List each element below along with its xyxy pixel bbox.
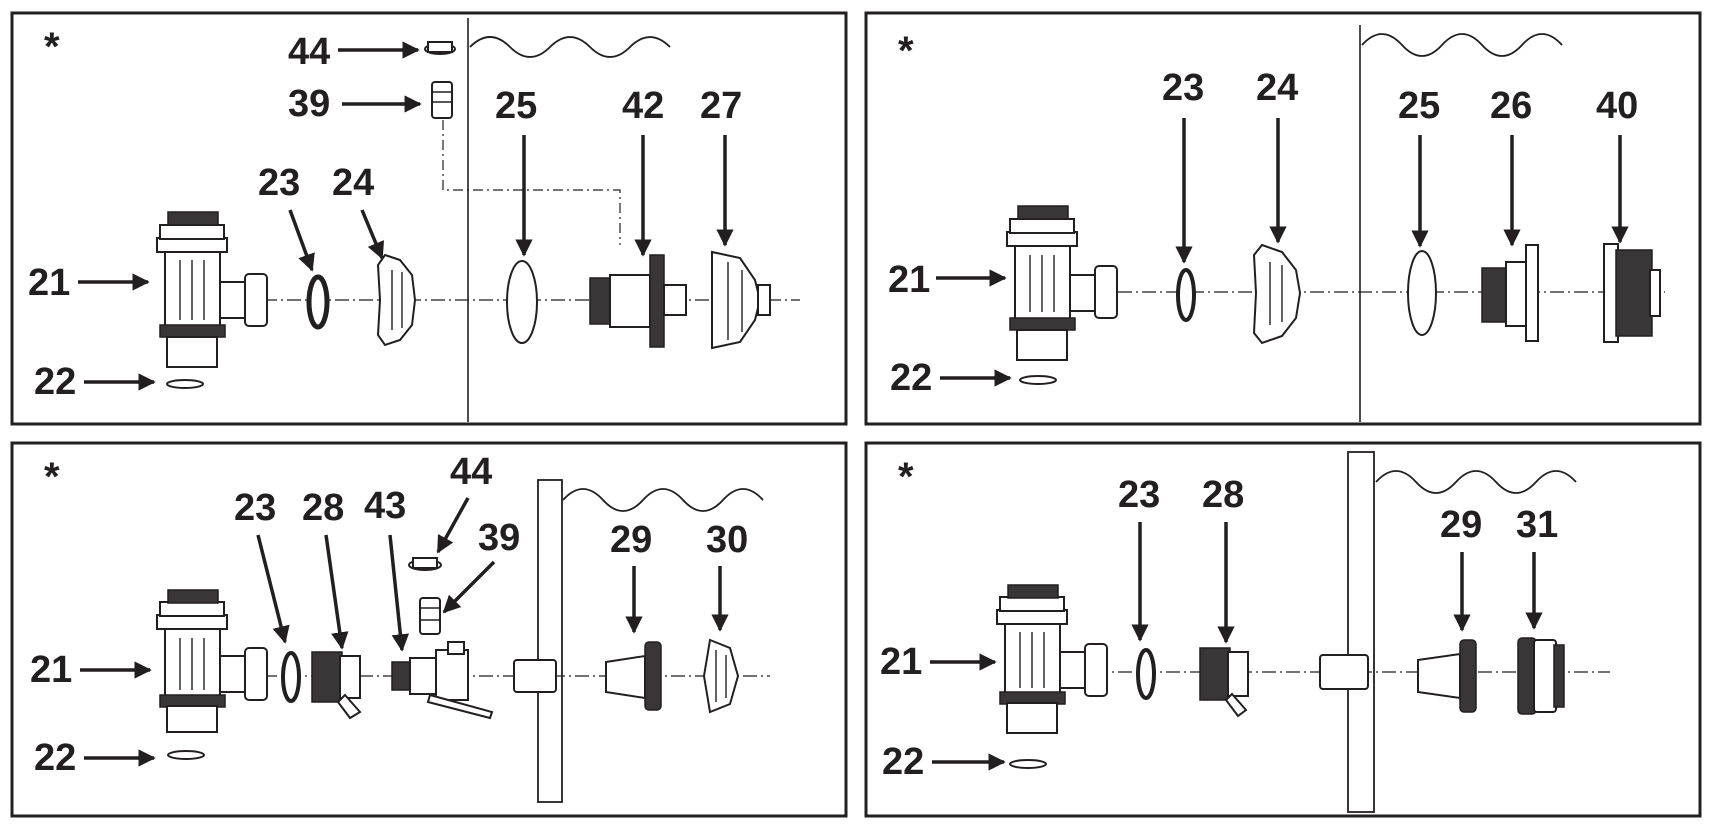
insert-39-part <box>419 597 441 635</box>
panel-top-left: * <box>10 11 848 426</box>
part-label: 24 <box>1256 67 1298 109</box>
part-label: 23 <box>258 162 300 204</box>
panel-bottom-right: * <box>864 441 1702 818</box>
nut-24-part <box>1252 243 1302 345</box>
part-label: 21 <box>888 259 930 301</box>
cap-44-part <box>424 41 456 55</box>
gasket-25-part <box>506 260 538 344</box>
pipe-sleeve-part <box>1319 654 1369 690</box>
o-ring-23-part <box>306 274 330 330</box>
o-ring-22-part <box>1019 375 1057 385</box>
part-label: 42 <box>622 85 664 127</box>
valve-body-part <box>156 589 268 733</box>
fitting-42-part <box>589 254 687 348</box>
asterisk-marker: * <box>898 29 914 73</box>
part-label: 39 <box>478 517 520 559</box>
part-label: 21 <box>30 649 72 691</box>
part-label: 22 <box>34 361 76 403</box>
o-ring-23-part <box>1176 268 1196 322</box>
part-label: 23 <box>1162 67 1204 109</box>
valve-body-part <box>1006 205 1118 361</box>
strainer-31-part <box>1517 637 1565 715</box>
o-ring-22-part <box>166 379 204 389</box>
part-label: 23 <box>234 487 276 529</box>
pipe-sleeve-part <box>513 659 557 693</box>
fitting-26-part <box>1481 244 1539 342</box>
part-label: 29 <box>1440 504 1482 546</box>
part-label: 31 <box>1516 504 1558 546</box>
part-label: 29 <box>610 519 652 561</box>
connector-29-part <box>605 641 662 711</box>
o-ring-23-part <box>281 651 301 703</box>
strainer-40-part <box>1603 243 1661 343</box>
part-label: 40 <box>1596 85 1638 127</box>
part-label: 24 <box>332 162 374 204</box>
o-ring-23-part <box>1136 648 1156 700</box>
part-label: 28 <box>1202 474 1244 516</box>
part-label: 22 <box>890 357 932 399</box>
gasket-25-part <box>1407 250 1437 336</box>
strainer-30-part <box>702 638 740 714</box>
connector-29-part <box>1417 639 1477 713</box>
valve-body-part <box>156 211 268 368</box>
part-label: 25 <box>1398 85 1440 127</box>
part-label: 28 <box>302 487 344 529</box>
o-ring-22-part <box>167 750 205 760</box>
part-label: 44 <box>450 451 492 493</box>
part-label: 27 <box>700 85 742 127</box>
panel-top-right: * <box>864 11 1702 426</box>
asterisk-marker: * <box>44 455 60 499</box>
asterisk-marker: * <box>44 25 60 69</box>
part-label: 30 <box>706 519 748 561</box>
part-label: 23 <box>1118 474 1160 516</box>
part-label: 39 <box>288 83 330 125</box>
part-label: 43 <box>364 485 406 527</box>
valve-body-part <box>996 584 1108 734</box>
strainer-27-part <box>711 250 771 350</box>
part-label: 22 <box>34 737 76 779</box>
adapter-28-part <box>1199 647 1249 718</box>
panel-bottom-left: * <box>10 441 848 818</box>
part-label: 21 <box>28 262 70 304</box>
o-ring-22-part <box>1009 759 1047 769</box>
part-label: 26 <box>1490 85 1532 127</box>
part-label: 21 <box>880 641 922 683</box>
cap-44-part <box>408 557 442 571</box>
part-label: 22 <box>882 741 924 783</box>
valve-43-part <box>391 641 494 720</box>
nut-24-part <box>376 253 417 347</box>
part-label: 25 <box>495 85 537 127</box>
part-label: 44 <box>288 31 330 73</box>
insert-39-part <box>431 81 453 119</box>
adapter-28-part <box>311 651 362 720</box>
asterisk-marker: * <box>898 455 914 499</box>
